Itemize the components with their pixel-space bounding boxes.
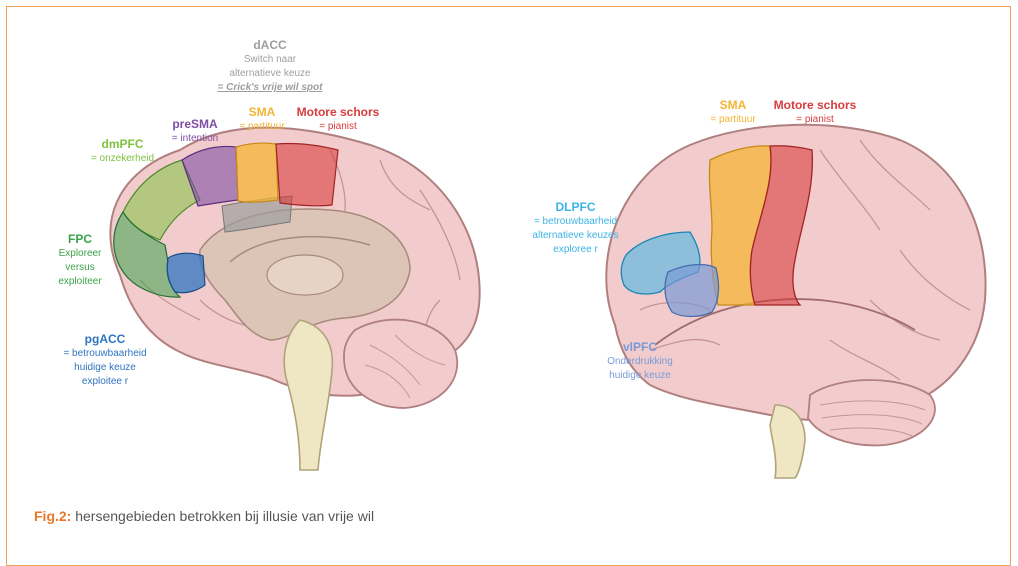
DLPFC-line1: = betrouwbaarheid xyxy=(518,215,633,229)
motor-left-sub: = pianist xyxy=(283,120,393,134)
FPC-title: FPC xyxy=(50,232,110,247)
label-DLPFC: DLPFC = betrouwbaarheid alternatieve keu… xyxy=(518,200,633,257)
region-motor-left xyxy=(276,143,338,205)
SMA-right-sub: = partituur xyxy=(698,113,768,127)
label-FPC: FPC Exploreer versus exploiteer xyxy=(50,232,110,289)
vlPFC-line2: huidige keuze xyxy=(590,369,690,383)
FPC-line2: versus xyxy=(50,261,110,275)
dACC-line3: = Crick's vrije wil spot xyxy=(215,81,325,95)
motor-right-title: Motore schors xyxy=(760,98,870,113)
region-pgACC xyxy=(167,253,205,293)
caption-text: hersengebieden betrokken bij illusie van… xyxy=(71,508,374,524)
DLPFC-line3: exploree r xyxy=(518,243,633,257)
pgACC-line3: exploitee r xyxy=(50,375,160,389)
label-motor-left: Motore schors = pianist xyxy=(283,105,393,134)
caption-label: Fig.2: xyxy=(34,508,71,524)
pgACC-line1: = betrouwbaarheid xyxy=(50,347,160,361)
DLPFC-line2: alternatieve keuzes xyxy=(518,229,633,243)
motor-left-title: Motore schors xyxy=(283,105,393,120)
dACC-line1: Switch naar xyxy=(215,53,325,67)
label-vlPFC: vlPFC Onderdrukking huidige keuze xyxy=(590,340,690,383)
motor-right-sub: = pianist xyxy=(760,113,870,127)
figure-caption: Fig.2: hersengebieden betrokken bij illu… xyxy=(34,508,374,524)
pgACC-title: pgACC xyxy=(50,332,160,347)
vlPFC-line1: Onderdrukking xyxy=(590,355,690,369)
label-pgACC: pgACC = betrouwbaarheid huidige keuze ex… xyxy=(50,332,160,389)
dmPFC-sub: = onzekerheid xyxy=(75,152,170,166)
medial-brain xyxy=(110,128,479,470)
lateral-cerebellum xyxy=(808,380,935,445)
FPC-line3: exploiteer xyxy=(50,275,110,289)
label-SMA-right: SMA = partituur xyxy=(698,98,768,127)
region-SMA-left xyxy=(236,143,278,202)
lateral-brain xyxy=(606,125,985,478)
label-motor-right: Motore schors = pianist xyxy=(760,98,870,127)
dmPFC-title: dmPFC xyxy=(75,137,170,152)
label-dACC: dACC Switch naar alternatieve keuze = Cr… xyxy=(215,38,325,95)
medial-brainstem xyxy=(284,320,332,470)
vlPFC-title: vlPFC xyxy=(590,340,690,355)
region-vlPFC xyxy=(665,265,719,317)
preSMA-sub: = intention xyxy=(160,132,230,146)
pgACC-line2: huidige keuze xyxy=(50,361,160,375)
preSMA-title: preSMA xyxy=(160,117,230,132)
brain-figure xyxy=(0,0,1018,546)
dACC-title: dACC xyxy=(215,38,325,53)
FPC-line1: Exploreer xyxy=(50,247,110,261)
SMA-right-title: SMA xyxy=(698,98,768,113)
dACC-line2: alternatieve keuze xyxy=(215,67,325,81)
label-preSMA: preSMA = intention xyxy=(160,117,230,146)
DLPFC-title: DLPFC xyxy=(518,200,633,215)
label-dmPFC: dmPFC = onzekerheid xyxy=(75,137,170,166)
